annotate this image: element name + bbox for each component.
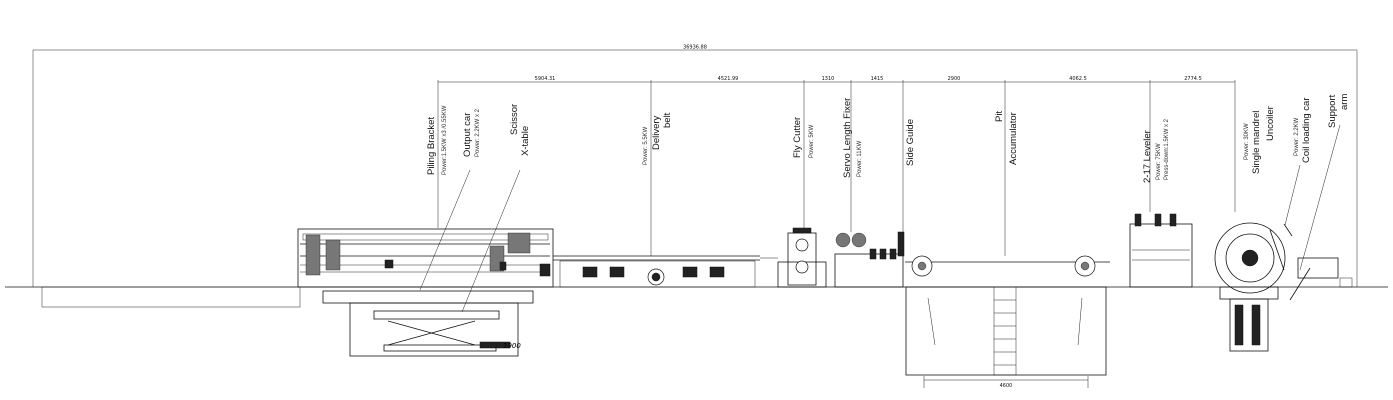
label-uncoiler-power: Power: 30KW (1244, 123, 1250, 160)
label-delivery: Delivery (651, 115, 662, 150)
dimension-lines: 36936.88 5904.31 4521.99 1310 1415 2900 … (32, 45, 1358, 287)
pit-width-dimension: 4600 (1000, 383, 1013, 389)
label-piling-bracket-power: Power:1.5KW x3 /0.55KW (442, 105, 448, 175)
label-belt: belt (662, 112, 673, 128)
label-single-mandrel: Single mandrel (1251, 111, 1262, 174)
label-leveler-press: Press-down:1.5KW x 2 (1164, 118, 1170, 180)
label-output-car-power: Power: 2.2KW x 2 (475, 108, 481, 157)
overall-dimension-text: 36936.88 (683, 45, 707, 51)
label-leveler-power: Power: 75KW (1156, 143, 1162, 180)
label-coil-car-power: Power: 2.2KW (1294, 117, 1300, 156)
leveler-machine (1129, 213, 1193, 288)
accumulator-pit: 4600 (905, 255, 1110, 389)
label-arm: arm (1339, 94, 1350, 110)
label-servo-length-fixer: Servo Length Fixer (842, 98, 853, 178)
fly-cutter-machine (777, 227, 827, 288)
label-delivery-power: Power: 5.5KW (643, 126, 649, 165)
label-fly-cutter-power: Power: 5KW (809, 124, 815, 158)
label-pit: Pit (994, 111, 1005, 122)
equipment-labels: Piling Bracket Power:1.5KW x3 /0.55KW Ou… (426, 94, 1350, 183)
label-uncoiler: Uncoiler (1265, 106, 1276, 141)
scissor-table-dimension: 1900 (503, 342, 521, 350)
label-servo-power: Power: 11KW (857, 140, 863, 177)
uncoiler-machine (1214, 222, 1293, 352)
label-scissor: Scissor (509, 104, 520, 135)
label-coil-loading-car: Coil loading car (1301, 98, 1312, 163)
label-side-guide: Side Guide (905, 119, 916, 166)
delivery-belt-machine (553, 255, 778, 288)
label-leveler: 2-17 Leveler (1142, 130, 1153, 183)
segment-dimension-3: 1310 (822, 76, 835, 82)
servo-length-fixer-machine (834, 231, 905, 288)
leader-lines (419, 124, 1341, 313)
segment-dimension-6: 4062.5 (1069, 76, 1087, 82)
piling-bracket-machine: 1900 (297, 228, 554, 357)
label-piling-bracket: Piling Bracket (426, 117, 437, 175)
segment-dimension-7: 2774.5 (1184, 76, 1202, 82)
segment-dimension-5: 2900 (948, 76, 961, 82)
segment-dimension-4: 1415 (871, 76, 884, 82)
segment-dimension-2: 4521.99 (718, 76, 739, 82)
label-x-table: X-table (520, 126, 531, 156)
label-accumulator: Accumulator (1008, 112, 1019, 165)
coil-loading-car (1289, 257, 1353, 301)
label-output-car: Output car (462, 113, 473, 157)
segment-dimension-1: 5904.31 (535, 76, 556, 82)
label-fly-cutter: Fly Cutter (792, 117, 803, 158)
floor-line (5, 286, 1388, 308)
label-support: Support (1327, 94, 1338, 128)
